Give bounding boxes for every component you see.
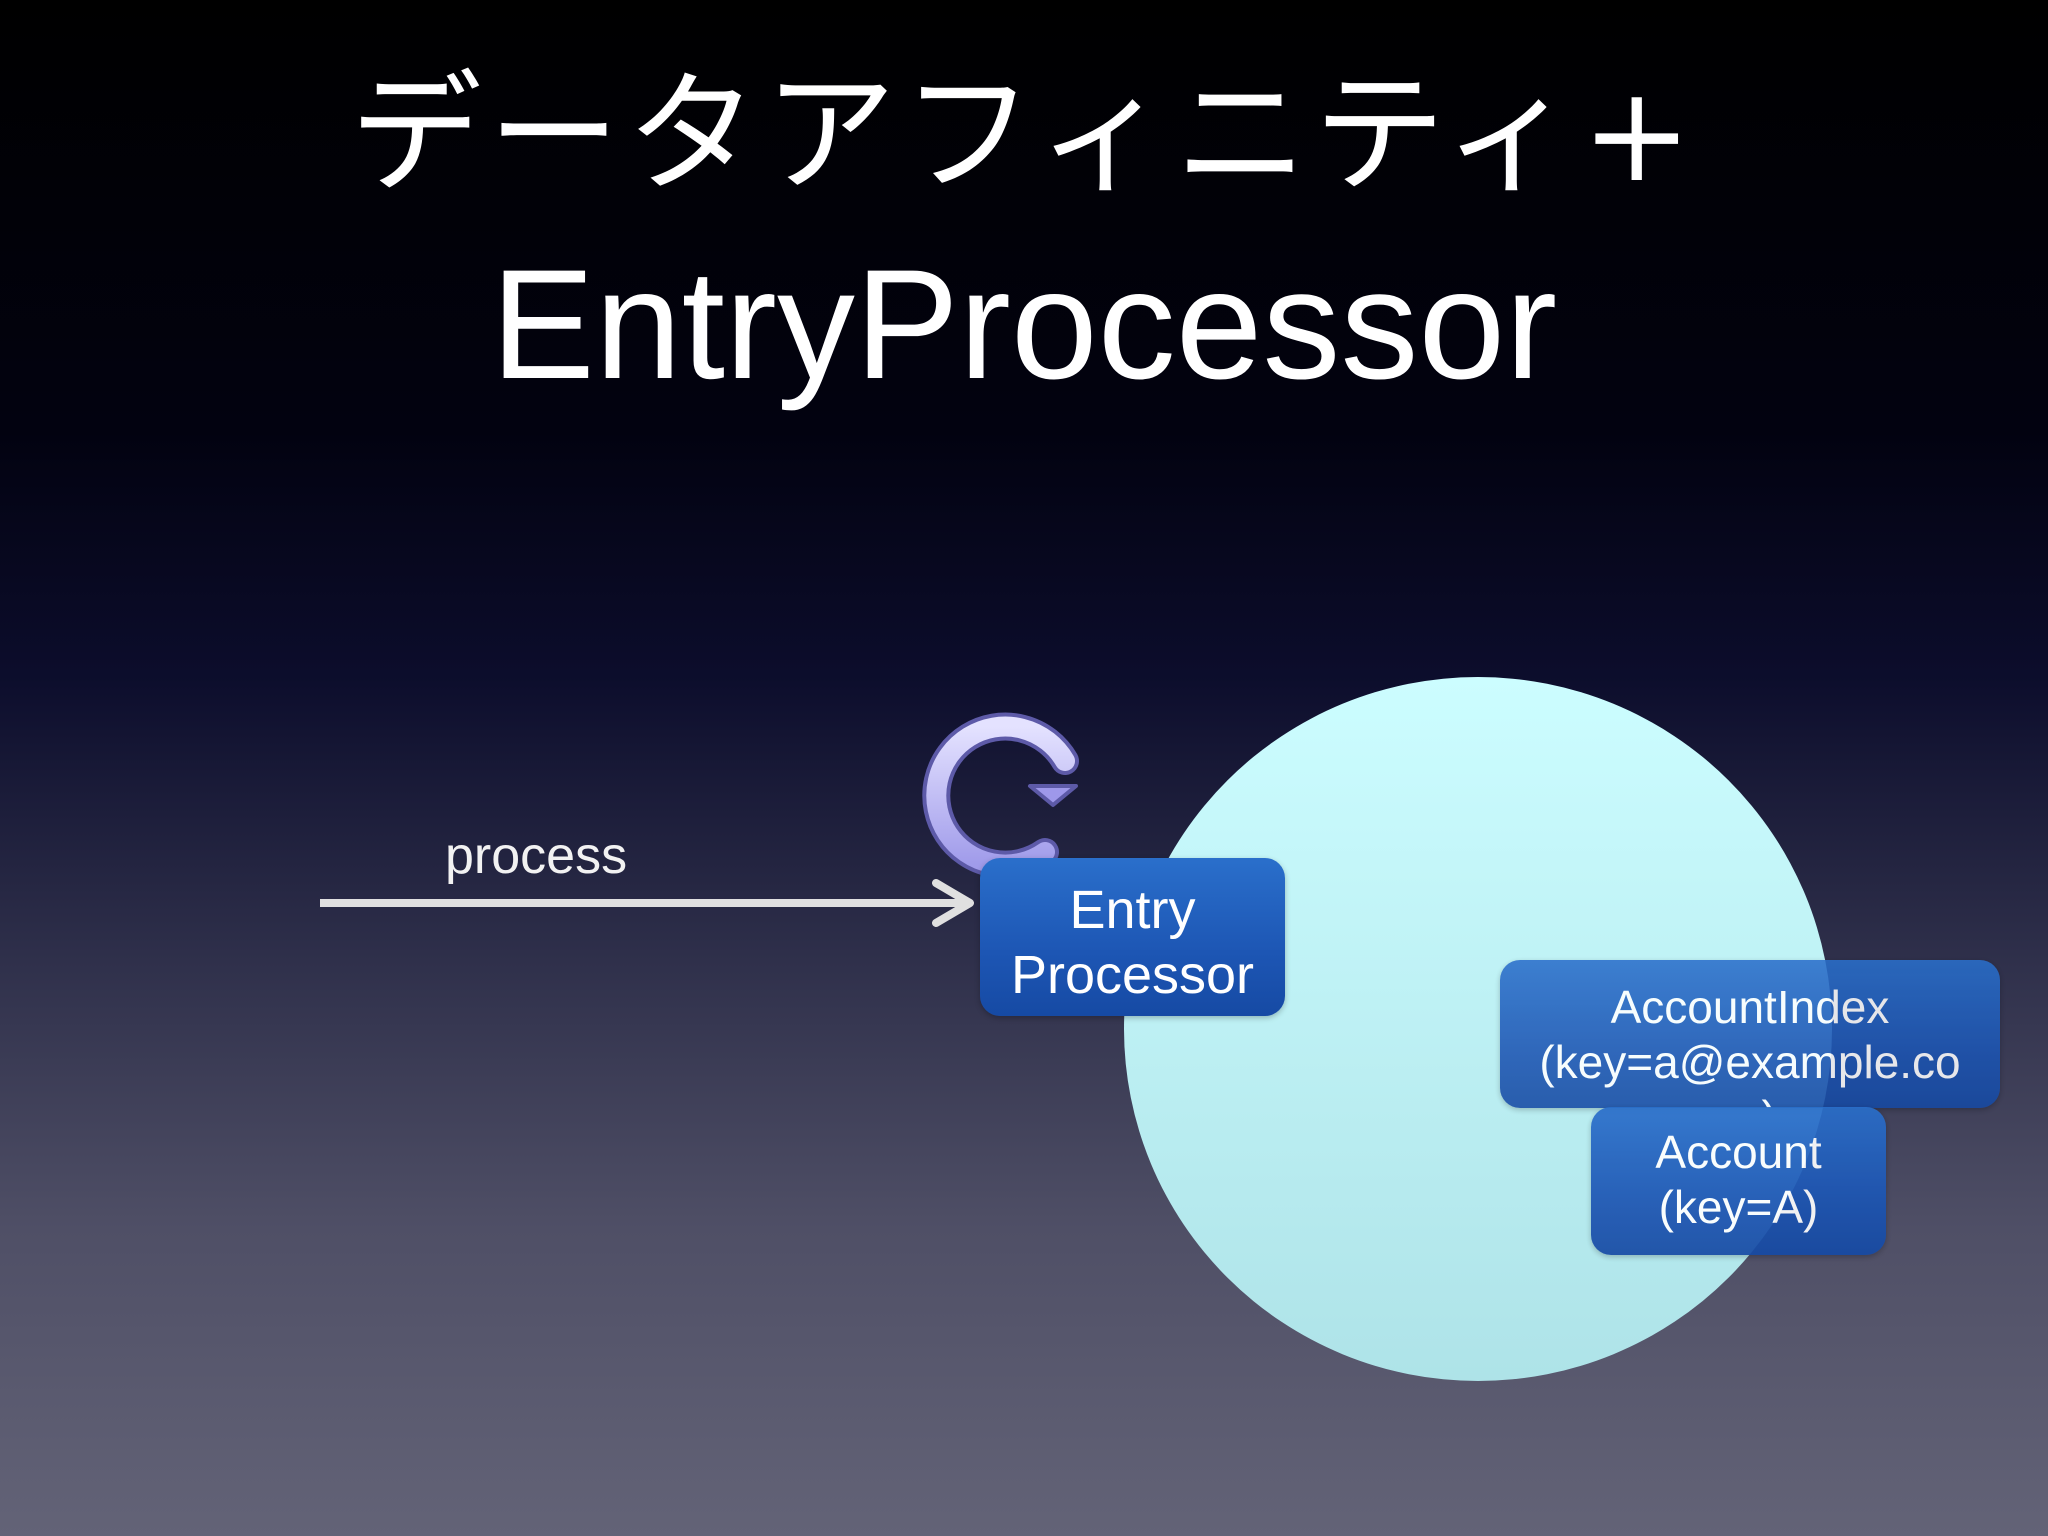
arrow-label-process: process xyxy=(445,827,628,885)
account-label-line2: (key=A) xyxy=(1658,1181,1819,1234)
slide-title-line2: EntryProcessor xyxy=(490,238,1558,412)
refresh-icon xyxy=(922,712,1079,879)
entry-processor-label-line1: Entry xyxy=(1069,880,1196,940)
entry-processor-label-line2: Processor xyxy=(1010,944,1255,1005)
account-index-node: AccountIndex (key=a@example.co m) xyxy=(1500,960,2000,1108)
slide-title-line1: データアフィニティ+ xyxy=(349,58,1699,212)
account-index-label-line2: (key=a@example.co xyxy=(1539,1036,1961,1089)
account-index-label-line1: AccountIndex xyxy=(1610,981,1890,1033)
account-label-line1: Account xyxy=(1655,1126,1822,1178)
arrow-right-icon xyxy=(320,879,974,927)
account-index-label-line3: m) xyxy=(1500,1090,2000,1108)
account-node: Account (key=A) xyxy=(1591,1107,1886,1255)
entry-processor-node: Entry Processor xyxy=(980,858,1285,1016)
